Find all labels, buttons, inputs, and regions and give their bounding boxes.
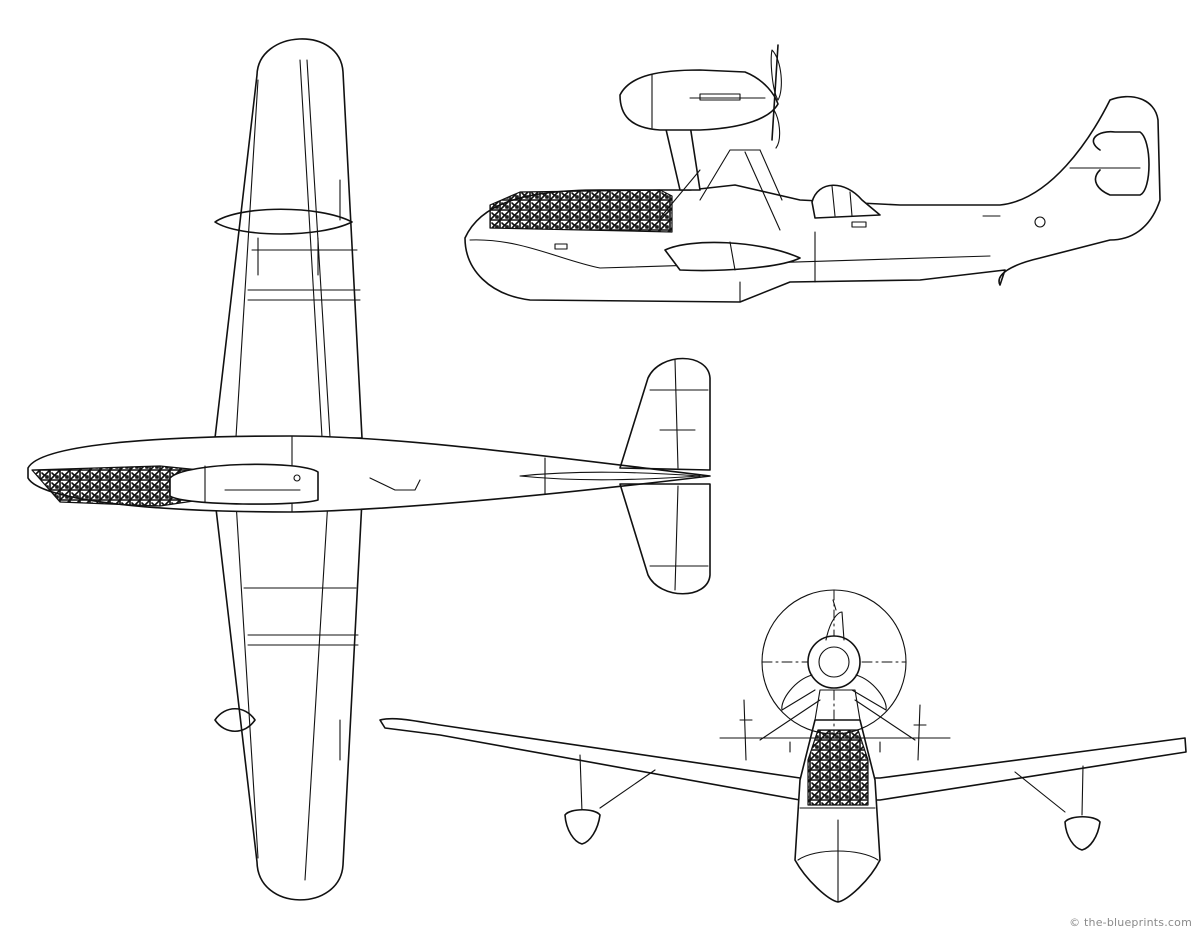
front-view	[379, 589, 1187, 903]
plan-upper-wing	[214, 38, 363, 439]
plan-engine-nacelle	[169, 463, 319, 505]
side-engine-pylon	[664, 124, 701, 191]
side-tail-fin	[1092, 130, 1150, 196]
side-cabin-windows	[489, 189, 673, 233]
plan-tailplane	[619, 357, 711, 471]
front-right-float	[1064, 815, 1101, 851]
front-wing	[379, 717, 1187, 801]
side-hull	[464, 95, 1161, 303]
side-view	[464, 44, 1161, 303]
front-cockpit-glazing	[807, 729, 869, 806]
front-engine-cowl	[807, 635, 861, 689]
front-left-float	[564, 808, 601, 845]
side-cockpit-canopy	[811, 184, 881, 219]
plan-lower-float	[214, 707, 256, 733]
plan-view	[27, 38, 711, 901]
side-engine-nacelle	[619, 69, 779, 131]
plan-upper-float	[214, 208, 353, 235]
watermark-text: © the-blueprints.com	[1069, 916, 1192, 929]
plan-lower-wing	[214, 499, 363, 901]
